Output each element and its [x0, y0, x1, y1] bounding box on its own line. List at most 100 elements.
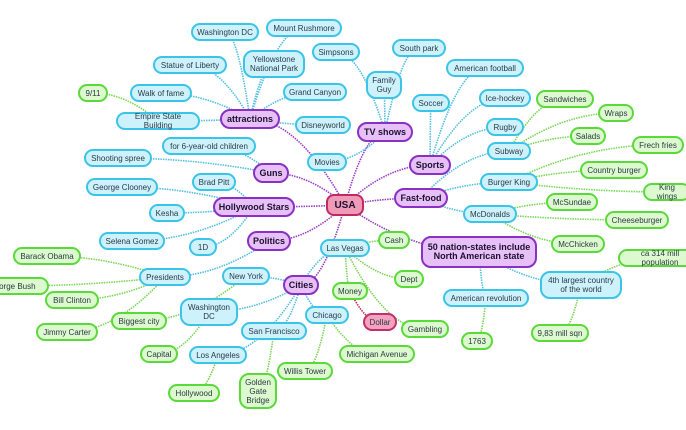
node-walkfame[interactable]: Walk of fame — [130, 84, 192, 102]
node-countryburger[interactable]: Country burger — [580, 161, 648, 179]
node-familyguy[interactable]: Family Guy — [366, 71, 402, 99]
node-label: Grand Canyon — [288, 87, 342, 97]
connector-sports-icehockey — [429, 97, 506, 166]
node-washdc[interactable]: Washington DC — [180, 298, 238, 326]
connector-attractions-wdc — [224, 31, 251, 120]
node-southpark[interactable]: South park — [392, 39, 446, 57]
node-dollar[interactable]: Dollar — [363, 313, 397, 331]
node-soccer[interactable]: Soccer — [412, 94, 450, 112]
node-shooting[interactable]: Shooting spree — [84, 149, 152, 167]
node-mcsundae[interactable]: McSundae — [546, 193, 598, 211]
node-guns[interactable]: Guns — [253, 163, 289, 183]
node-population[interactable]: ca 314 mill population — [618, 249, 686, 267]
node-presidents[interactable]: Presidents — [139, 268, 191, 286]
node-attractions[interactable]: attractions — [220, 109, 280, 129]
connector-subway-sandwiches — [508, 98, 566, 152]
node-sanfran[interactable]: San Francisco — [241, 322, 307, 340]
node-sqn[interactable]: 9,83 mill sqn — [531, 324, 589, 342]
node-usa[interactable]: USA — [326, 194, 364, 216]
node-sandwiches[interactable]: Sandwiches — [536, 90, 594, 108]
node-lasvegas[interactable]: Las Vegas — [320, 239, 370, 257]
node-rushmore[interactable]: Mount Rushmore — [266, 19, 342, 37]
node-amfootball[interactable]: American football — [446, 59, 524, 77]
node-label: Country burger — [587, 165, 641, 175]
node-grandcanyon[interactable]: Grand Canyon — [283, 83, 347, 101]
node-michigan[interactable]: Michigan Avenue — [339, 345, 415, 363]
node-clinton[interactable]: Bill Clinton — [45, 291, 99, 309]
node-label: McSundae — [552, 197, 592, 207]
node-wraps[interactable]: Wraps — [598, 104, 634, 122]
node-icehockey[interactable]: Ice-hockey — [479, 89, 531, 107]
node-oned[interactable]: 1D — [189, 238, 217, 256]
node-rugby[interactable]: Rugby — [486, 118, 524, 136]
node-clooney[interactable]: George Clooney — [86, 178, 158, 196]
node-chicago[interactable]: Chicago — [305, 306, 349, 324]
node-tvshows[interactable]: TV shows — [357, 122, 413, 142]
node-hollywood[interactable]: Hollywood Stars — [213, 197, 295, 217]
node-cheeseburger[interactable]: Cheeseburger — [605, 211, 669, 229]
node-label: Frech fries — [639, 140, 677, 150]
node-cities[interactable]: Cities — [283, 275, 319, 295]
node-frechfries[interactable]: Frech fries — [632, 136, 684, 154]
node-label: Soccer — [418, 98, 444, 108]
node-label: 9/11 — [85, 88, 101, 98]
node-capital[interactable]: Capital — [140, 345, 178, 363]
node-revolution[interactable]: American revolution — [443, 289, 529, 307]
node-y1763[interactable]: 1763 — [461, 332, 493, 350]
node-movies[interactable]: Movies — [307, 153, 347, 171]
node-fourth[interactable]: 4th largest country of the world — [540, 271, 622, 299]
node-salads[interactable]: Salads — [570, 127, 606, 145]
node-label: Statue of Liberty — [160, 60, 220, 70]
node-label: Washington DC — [197, 27, 253, 37]
connector-usa-fastfood — [344, 197, 422, 206]
node-newyork[interactable]: New York — [222, 267, 270, 285]
node-label: McChicken — [558, 239, 598, 249]
node-nation[interactable]: 50 nation-states include North American … — [421, 236, 537, 268]
node-selena[interactable]: Selena Gomez — [99, 232, 165, 250]
node-disneyworld[interactable]: Disneyworld — [295, 116, 351, 134]
node-fastfood[interactable]: Fast-food — [394, 188, 448, 208]
connector-sports-amfootball — [429, 67, 486, 166]
node-gambling[interactable]: Gambling — [401, 320, 449, 338]
node-kingwings[interactable]: King wings — [643, 183, 686, 201]
node-label: attractions — [226, 113, 273, 124]
node-label: Disneyworld — [301, 120, 345, 130]
node-hollywoodla[interactable]: Hollywood — [168, 384, 220, 402]
connector-attractions-walkfame — [160, 92, 251, 120]
node-children[interactable]: for 6-year-old children — [162, 137, 256, 155]
node-obama[interactable]: Barack Obama — [13, 247, 81, 265]
node-empire[interactable]: Empire State Building — [116, 112, 200, 130]
node-willis[interactable]: Willis Tower — [277, 362, 333, 380]
node-label: Fast-food — [400, 192, 442, 203]
node-label: Wraps — [604, 108, 628, 118]
node-sports[interactable]: Sports — [409, 155, 451, 175]
node-label: Ice-hockey — [485, 93, 525, 103]
node-simpsons[interactable]: Simpsons — [312, 43, 360, 61]
node-nineeleven[interactable]: 9/11 — [78, 84, 108, 102]
node-label: Dept — [400, 274, 418, 284]
node-label: Presidents — [146, 272, 184, 282]
connector-usa-hollywood — [253, 204, 346, 208]
node-dept[interactable]: Dept — [394, 270, 424, 288]
node-label: Family Guy — [372, 76, 396, 94]
node-cash[interactable]: Cash — [378, 231, 410, 249]
node-losangeles[interactable]: Los Angeles — [189, 346, 247, 364]
node-mcdonalds[interactable]: McDonalds — [463, 205, 517, 223]
node-carter[interactable]: Jimmy Carter — [36, 323, 98, 341]
connector-usa-tvshows — [344, 131, 386, 206]
node-liberty[interactable]: Statue of Liberty — [153, 56, 227, 74]
node-kesha[interactable]: Kesha — [149, 204, 185, 222]
node-money[interactable]: Money — [332, 282, 368, 300]
node-bush[interactable]: George Bush — [0, 277, 49, 295]
node-goldengate[interactable]: Golden Gate Bridge — [239, 373, 277, 409]
node-mcchicken[interactable]: McChicken — [551, 235, 605, 253]
node-subway[interactable]: Subway — [487, 142, 531, 160]
node-politics[interactable]: Politics — [247, 231, 291, 251]
node-biggest[interactable]: Biggest city — [111, 312, 167, 330]
node-burgerking[interactable]: Burger King — [480, 173, 538, 191]
node-wdc[interactable]: Washington DC — [191, 23, 259, 41]
node-label: Movies — [314, 157, 340, 167]
node-label: Cities — [288, 279, 314, 290]
node-bradpitt[interactable]: Brad Pitt — [192, 173, 236, 191]
node-yellowstone[interactable]: Yellowstone National Park — [243, 50, 305, 78]
